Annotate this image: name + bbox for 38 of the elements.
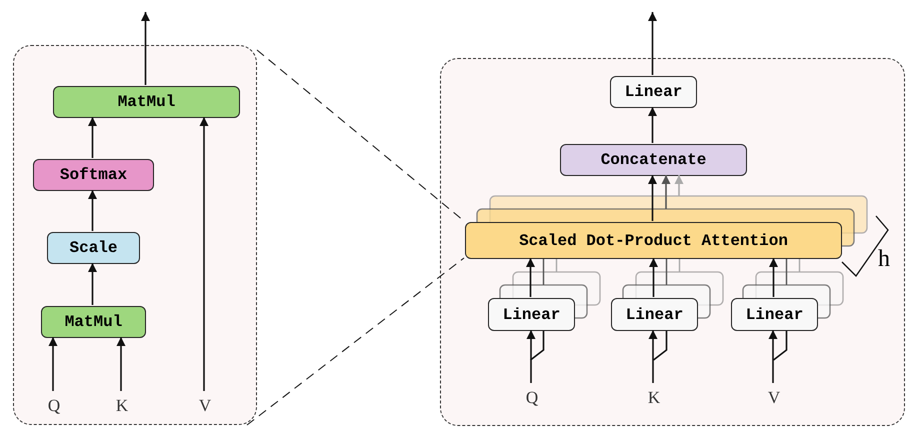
arrow xyxy=(649,258,658,297)
process-box: MatMul xyxy=(41,306,146,338)
arrow xyxy=(648,107,657,143)
process-box: Linear xyxy=(611,298,698,331)
arrow xyxy=(648,330,658,383)
arrow xyxy=(662,175,670,209)
arrow xyxy=(674,175,684,196)
process-box: Scale xyxy=(47,232,140,264)
process-box: MatMul xyxy=(53,86,240,118)
arrow xyxy=(141,12,150,85)
dashed-panel xyxy=(13,45,257,425)
arrow xyxy=(88,263,97,305)
arrow xyxy=(769,258,778,297)
process-box: Concatenate xyxy=(560,144,747,176)
arrow xyxy=(648,12,657,75)
process-box: Scaled Dot-Product Attention xyxy=(465,222,842,259)
input-label: V xyxy=(768,388,780,408)
arrow xyxy=(768,330,778,383)
arrow xyxy=(48,337,58,391)
arrow xyxy=(116,337,126,391)
arrow xyxy=(88,117,97,158)
repeat-count-label: h xyxy=(878,246,890,273)
input-label: Q xyxy=(48,396,60,416)
input-label: K xyxy=(648,388,660,408)
dashed-panel xyxy=(440,58,905,426)
arrow xyxy=(648,175,657,221)
arrow xyxy=(200,117,208,391)
zoom-guide-line xyxy=(246,258,464,426)
process-box: Linear xyxy=(488,298,575,331)
input-label: Q xyxy=(526,388,538,408)
arrow xyxy=(526,258,535,297)
arrow xyxy=(526,330,536,383)
process-box: Softmax xyxy=(33,159,154,191)
input-label: K xyxy=(116,396,128,416)
process-box: Linear xyxy=(731,298,818,331)
process-box: Linear xyxy=(610,76,697,108)
input-label: V xyxy=(198,396,212,416)
arrow xyxy=(88,190,97,231)
